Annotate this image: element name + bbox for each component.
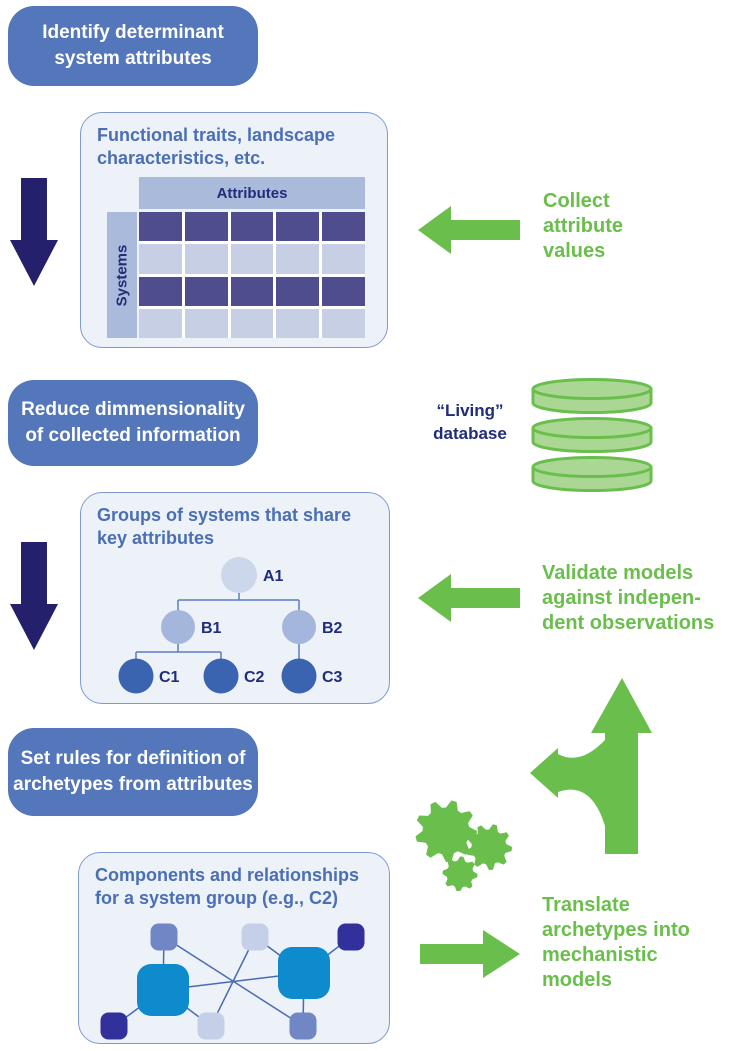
attribute-matrix	[139, 212, 365, 338]
panel-attribute-table: Functional traits, landscape characteris…	[80, 112, 388, 348]
step-box-line: Set rules for definition of	[20, 747, 246, 769]
matrix-cell	[184, 276, 228, 306]
collect-attribute-values-note: Collect attribute values	[543, 190, 623, 262]
network-node	[100, 1012, 128, 1040]
matrix-cell	[139, 308, 182, 338]
table-column-header: Attributes	[139, 177, 365, 209]
left-arrow-icon	[418, 574, 520, 622]
matrix-cell	[276, 244, 320, 274]
matrix-cell	[139, 244, 182, 274]
tree-node-label: C3	[322, 669, 343, 686]
matrix-cell	[230, 212, 274, 242]
matrix-cell	[184, 244, 228, 274]
step-box-line: Identify determinant	[42, 21, 224, 43]
tree-node-b1	[161, 610, 195, 644]
matrix-cell	[139, 212, 182, 242]
panel-system-components: Components and relationships for a syste…	[78, 852, 390, 1044]
tree-node-label: C2	[244, 669, 265, 686]
gears-icon	[415, 800, 512, 891]
matrix-cell	[230, 244, 274, 274]
matrix-cell	[276, 308, 320, 338]
panel-title: Groups of systems that share key attribu…	[97, 505, 352, 549]
network-node	[337, 923, 365, 951]
left-arrow-icon	[418, 206, 520, 254]
matrix-cell	[230, 276, 274, 306]
panel-title: Functional traits, landscape characteris…	[97, 125, 336, 169]
step-box-line: system attributes	[54, 48, 212, 69]
step-box-line: archetypes from attributes	[13, 774, 253, 795]
matrix-cell	[230, 308, 274, 338]
panel-system-groups: Groups of systems that share key attribu…	[80, 492, 390, 704]
matrix-cell	[276, 212, 320, 242]
network-node-large	[278, 947, 330, 999]
network-node-large	[137, 964, 189, 1016]
matrix-cell	[139, 276, 182, 306]
tree-node-b2	[282, 610, 316, 644]
matrix-cell	[322, 308, 365, 338]
matrix-cell	[322, 276, 365, 306]
network-node	[289, 1012, 317, 1040]
step-box-line: of collected information	[25, 425, 241, 446]
step-box-identify-attributes: Identify determinant system attributes	[8, 6, 258, 86]
network-node	[150, 923, 178, 951]
validate-models-note: Validate models against indepen- dent ob…	[542, 562, 715, 634]
translate-archetypes-note: Translate archetypes into mechanistic mo…	[542, 894, 690, 991]
step-box-reduce-dimensionality: Reduce dimmensionality of collected info…	[8, 380, 258, 466]
tree-node-label: B2	[322, 620, 343, 637]
matrix-cell	[322, 244, 365, 274]
step-box-set-rules: Set rules for definition of archetypes f…	[8, 728, 258, 816]
network-node	[241, 923, 269, 951]
matrix-cell	[276, 276, 320, 306]
down-arrow-icon	[10, 178, 58, 286]
matrix-cell	[184, 212, 228, 242]
down-arrow-icon	[10, 542, 58, 650]
database-icon	[531, 378, 653, 492]
component-network	[100, 923, 365, 1040]
tree-node-c3	[281, 658, 317, 694]
dendrogram: A1 B1 B2 C1 C2 C3	[118, 557, 343, 694]
table-row-header: Systems	[107, 212, 137, 338]
tree-node-label: B1	[201, 620, 222, 637]
tree-node-label: A1	[263, 568, 284, 585]
matrix-cell	[184, 308, 228, 338]
tree-node-a1	[221, 557, 257, 593]
tree-node-label: C1	[159, 669, 180, 686]
right-arrow-icon	[420, 930, 520, 978]
branch-up-left-arrow-icon	[530, 678, 652, 854]
tree-node-c2	[203, 658, 239, 694]
panel-title: Components and relationships for a syste…	[95, 865, 360, 909]
matrix-cell	[322, 212, 365, 242]
network-node	[197, 1012, 225, 1040]
tree-node-c1	[118, 658, 154, 694]
step-box-line: Reduce dimmensionality	[21, 398, 245, 420]
living-database-label: “Living” database	[433, 401, 507, 443]
